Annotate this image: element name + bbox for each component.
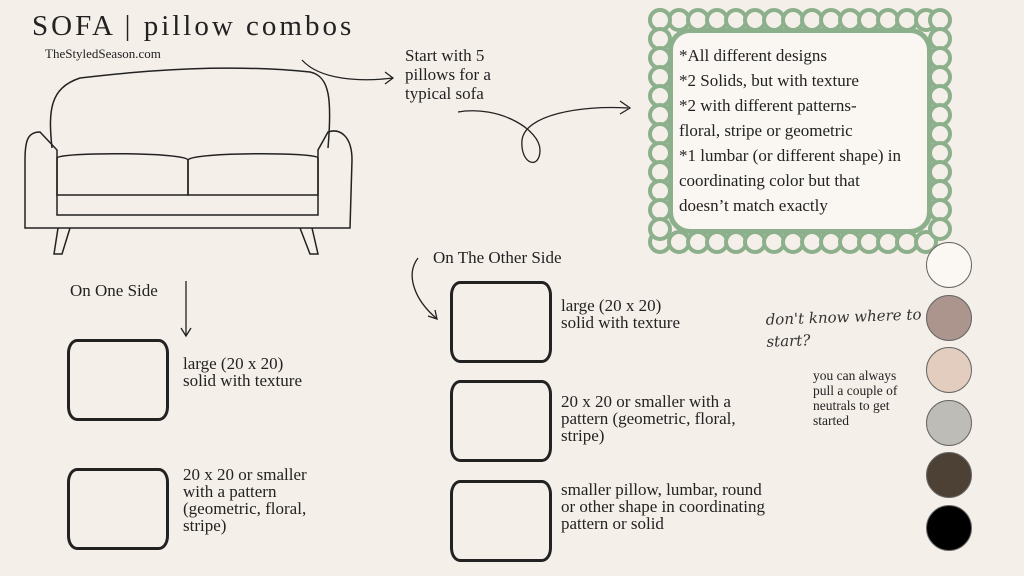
pillow-icon: [450, 480, 552, 562]
color-swatch: [926, 452, 972, 498]
other-side-heading: On The Other Side: [433, 248, 562, 267]
pillow-icon: [450, 281, 552, 363]
sofa-icon: [24, 67, 353, 255]
one-side-item: 20 x 20 or smaller with a pattern (geome…: [183, 465, 307, 535]
rule-line: floral, stripe or geometric: [679, 121, 853, 140]
other-side-item: smaller pillow, lumbar, round or other s…: [561, 480, 765, 533]
other-side-item: 20 x 20 or smaller with a pattern (geome…: [561, 392, 736, 445]
rule-line: *1 lumbar (or different shape) in: [679, 146, 902, 165]
pillow-icon: [67, 468, 169, 550]
rule-line: *All different designs: [679, 46, 827, 65]
rules-box: *All different designs *2 Solids, but wit…: [668, 28, 932, 234]
rule-line: *2 Solids, but with texture: [679, 71, 859, 90]
page-title: SOFA | pillow combos: [32, 10, 355, 42]
pillow-icon: [450, 380, 552, 462]
intro-text: Start with 5 pillows for a typical sofa: [405, 46, 491, 103]
rule-line: coordinating color but that: [679, 171, 860, 190]
scalloped-border: [648, 8, 952, 254]
pillow-icon: [67, 339, 169, 421]
color-swatch: [926, 242, 972, 288]
other-side-item: large (20 x 20) solid with texture: [561, 296, 680, 332]
tip-script: don't know where to start?: [765, 305, 922, 351]
color-swatch: [926, 399, 972, 446]
color-swatch: [926, 294, 972, 341]
one-side-item: large (20 x 20) solid with texture: [183, 354, 302, 390]
site-name: TheStyledSeason.com: [45, 46, 161, 61]
rule-line: *2 with different patterns-: [679, 96, 857, 115]
color-swatch: [926, 347, 972, 393]
tip-text: you can always pull a couple of neutrals…: [813, 368, 898, 428]
rule-line: doesn’t match exactly: [679, 196, 828, 215]
one-side-heading: On One Side: [70, 281, 158, 300]
color-swatch: [926, 504, 972, 551]
